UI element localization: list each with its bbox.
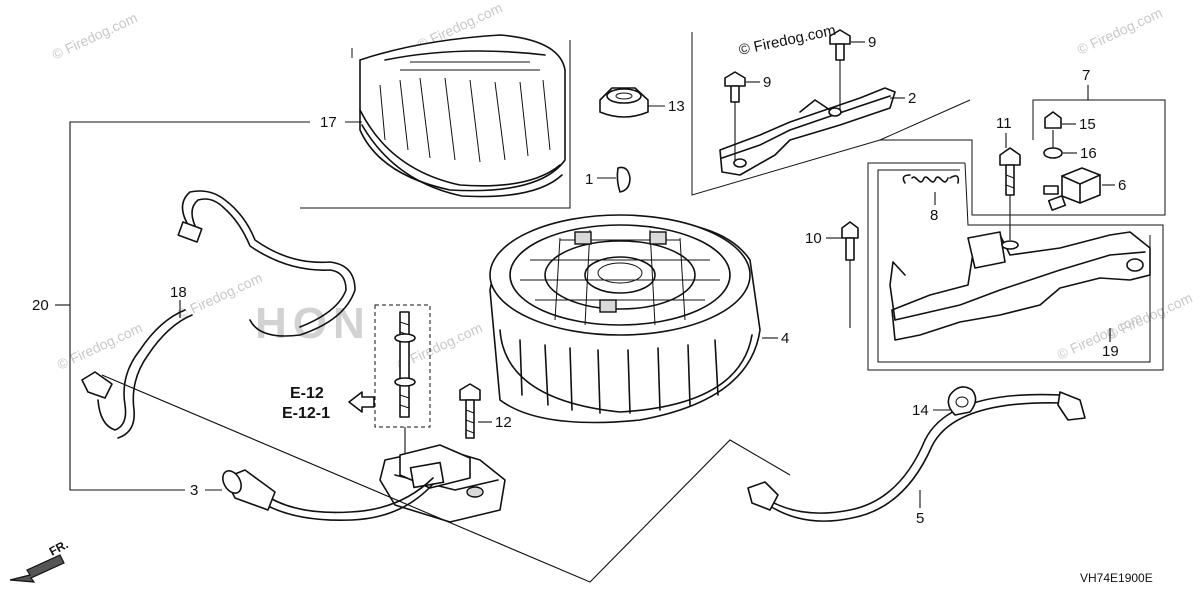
callout-11: 11 bbox=[996, 115, 1012, 132]
stop-switch-6 bbox=[1043, 167, 1101, 211]
callout-15: 15 bbox=[1079, 116, 1096, 133]
callout-6: 6 bbox=[1118, 177, 1126, 194]
watermark: © Firedog.com bbox=[1075, 4, 1165, 57]
connection-line bbox=[101, 374, 791, 583]
callout-19: 19 bbox=[1102, 343, 1119, 360]
reference-e12-1-label: E-12-1 bbox=[282, 405, 330, 422]
callout-20: 20 bbox=[32, 297, 49, 314]
brake-arm-19 bbox=[889, 231, 1151, 341]
watermark: © Firedog.com bbox=[175, 269, 265, 322]
watermark: © Firedog.com bbox=[50, 9, 140, 62]
bolt-12 bbox=[459, 383, 481, 439]
flywheel-detail-frame bbox=[300, 40, 571, 209]
callout-9a: 9 bbox=[763, 74, 771, 91]
callout-5: 5 bbox=[916, 510, 924, 527]
callout-12: 12 bbox=[495, 414, 512, 431]
assembly-outline-20 bbox=[69, 121, 310, 491]
spring-8 bbox=[902, 174, 960, 184]
callout-16: 16 bbox=[1080, 145, 1097, 162]
woodruff-key-1 bbox=[616, 166, 631, 193]
bolt-9a bbox=[724, 71, 746, 160]
stud-bolt bbox=[374, 304, 431, 455]
front-direction-label: FR. bbox=[47, 537, 71, 558]
brake-bracket-2 bbox=[719, 87, 896, 176]
callout-10: 10 bbox=[805, 230, 822, 247]
callout-9b: 9 bbox=[868, 34, 876, 51]
washer-16 bbox=[1043, 147, 1063, 159]
callout-14: 14 bbox=[912, 402, 929, 419]
callout-7: 7 bbox=[1082, 67, 1090, 84]
callout-17: 17 bbox=[320, 114, 337, 131]
callout-2: 2 bbox=[908, 90, 916, 107]
front-direction-arrow: FR. bbox=[9, 537, 71, 583]
bolt-9b bbox=[829, 29, 851, 110]
diagram-code: VH74E1900E bbox=[1080, 571, 1153, 585]
bracket-frame bbox=[879, 99, 971, 141]
wire-clip-14 bbox=[947, 386, 977, 416]
brake-arm-inner-frame bbox=[877, 169, 1151, 363]
reference-e12: E-12 E-12-1 bbox=[282, 385, 375, 422]
callout-1: 1 bbox=[585, 171, 593, 188]
bracket-frame bbox=[691, 32, 1166, 216]
flange-nut-13 bbox=[599, 87, 649, 118]
copyright-label: © Firedog.com bbox=[737, 22, 837, 59]
callout-13: 13 bbox=[668, 98, 685, 115]
flywheel-4 bbox=[489, 214, 761, 424]
callout-18: 18 bbox=[170, 284, 187, 301]
ground-wire-18 bbox=[81, 309, 193, 439]
callout-4: 4 bbox=[781, 330, 789, 347]
bolt-10 bbox=[841, 221, 859, 328]
flywheel-top-17 bbox=[359, 34, 566, 198]
stop-wire-5 bbox=[747, 391, 1086, 522]
callout-8: 8 bbox=[930, 207, 938, 224]
brake-arm-frame bbox=[867, 162, 1164, 371]
callout-labels: 1 2 3 4 5 6 7 8 9 9 10 11 12 13 14 15 16… bbox=[32, 34, 1126, 527]
ignition-coil-3 bbox=[222, 444, 506, 523]
nut-15 bbox=[1044, 111, 1062, 129]
reference-e12-label: E-12 bbox=[290, 385, 324, 402]
brand-watermark: HON bbox=[255, 299, 371, 348]
bolt-11 bbox=[999, 147, 1021, 240]
callout-3: 3 bbox=[190, 482, 198, 499]
stop-switch-wire bbox=[177, 190, 356, 337]
